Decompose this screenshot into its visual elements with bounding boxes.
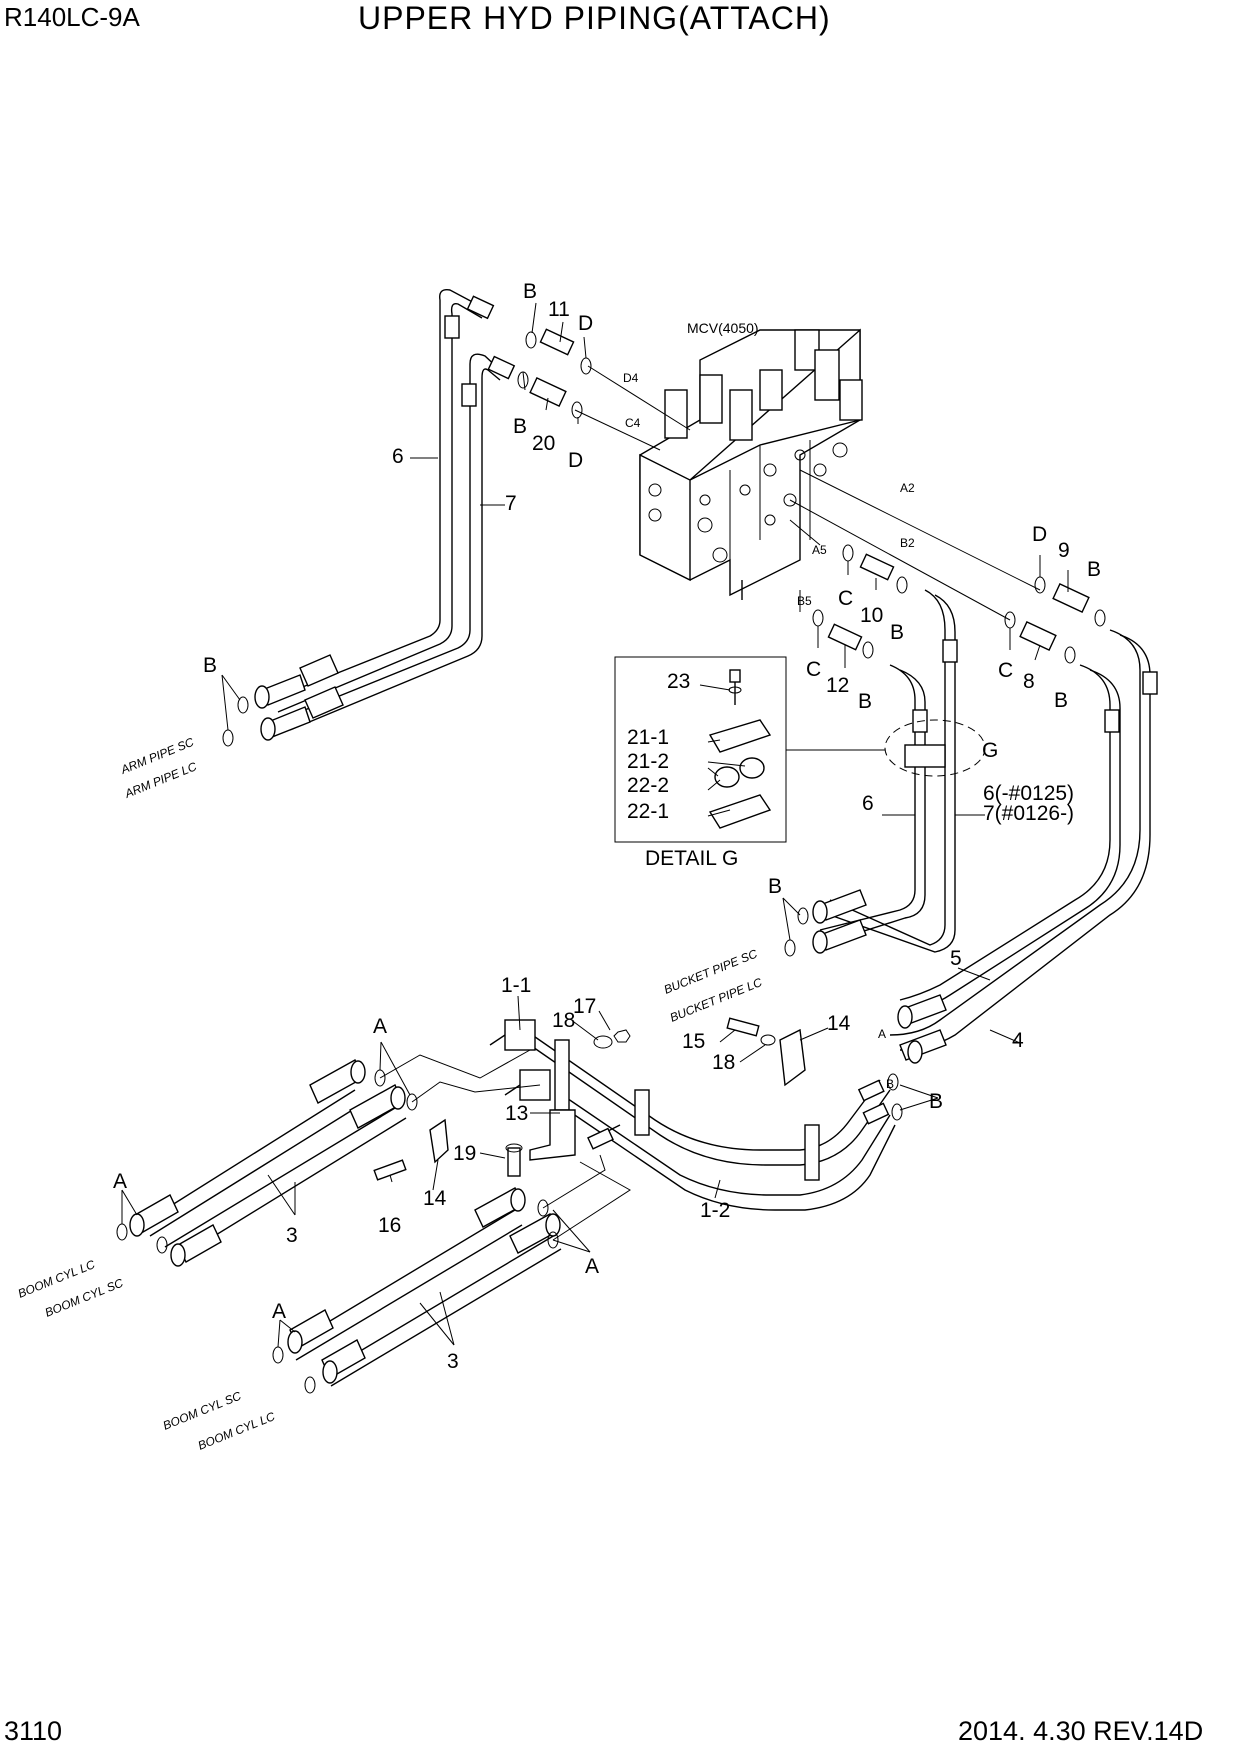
callout-6-top: 6 — [392, 445, 404, 468]
callout-a3: A — [585, 1255, 599, 1278]
callout-b2: B — [513, 415, 527, 438]
fittings-11-20 — [517, 328, 592, 419]
callout-5: 5 — [950, 947, 962, 970]
callout-label-group: B 11 D B 20 D 6 7 B D 9 B C 10 B C 12 B … — [113, 280, 1101, 1373]
callout-b1: B — [523, 280, 537, 303]
callout-8: 8 — [1023, 670, 1035, 693]
callout-g: G — [982, 739, 998, 762]
port-label-c4: C4 — [625, 416, 641, 430]
callout-b8: B — [768, 875, 782, 898]
callout-22-2: 22-2 — [627, 774, 669, 797]
callout-7-top: 7 — [505, 492, 517, 515]
port-label-a5: A5 — [812, 543, 827, 557]
callout-14a: 14 — [423, 1187, 447, 1210]
callout-d2: D — [568, 449, 583, 472]
callout-6-mid: 6 — [862, 792, 874, 815]
arm-hose-fittings — [222, 295, 516, 747]
port-label-b2: B2 — [900, 536, 915, 550]
hose-6-left — [269, 289, 483, 713]
callout-14b: 14 — [827, 1012, 851, 1035]
detail-g-marker — [884, 719, 986, 777]
callout-17: 17 — [573, 995, 596, 1018]
callout-19: 19 — [453, 1142, 476, 1165]
callout-9: 9 — [1058, 539, 1070, 562]
callout-11: 11 — [548, 298, 570, 321]
callout-b5: B — [890, 621, 904, 644]
port-label-group: D4 C4 A2 B2 A5 B5 A B — [623, 371, 915, 1091]
hose-7-left — [279, 353, 501, 731]
model-number: R140LC-9A — [4, 2, 140, 32]
callout-a4: A — [272, 1300, 286, 1323]
callout-1-1: 1-1 — [501, 974, 531, 997]
callout-16: 16 — [378, 1214, 401, 1237]
callout-13: 13 — [505, 1102, 528, 1125]
callout-4: 4 — [1012, 1029, 1024, 1052]
callout-18b: 18 — [712, 1051, 735, 1074]
callout-c2: C — [806, 658, 821, 681]
port-label-d4: D4 — [623, 371, 639, 385]
callout-12: 12 — [826, 674, 849, 697]
callout-3b: 3 — [447, 1350, 459, 1373]
callout-1-2: 1-2 — [700, 1199, 730, 1222]
callout-a1: A — [373, 1015, 387, 1038]
callout-20: 20 — [532, 432, 555, 455]
callout-a2: A — [113, 1170, 127, 1193]
page-number: 3110 — [4, 1716, 63, 1746]
callout-21-1: 21-1 — [627, 726, 669, 749]
main-control-valve — [639, 328, 863, 600]
callout-22-1: 22-1 — [627, 800, 669, 823]
detail-g-box — [614, 656, 787, 843]
fittings-8-9 — [1004, 576, 1106, 664]
boom-pipes — [489, 1019, 903, 1211]
callout-b4: B — [1087, 558, 1101, 581]
callout-7-note: 7(#0126-) — [983, 802, 1074, 825]
port-label-b-small: B — [886, 1077, 894, 1091]
callout-b6: B — [858, 690, 872, 713]
callout-18a: 18 — [552, 1009, 575, 1032]
callout-6-note: 6(-#0125) — [983, 782, 1074, 805]
callout-b3: B — [203, 654, 217, 677]
port-label-a-small: A — [878, 1027, 886, 1041]
callout-15: 15 — [682, 1030, 705, 1053]
boom-hoses-3-upper — [116, 1059, 418, 1267]
fittings-10-12 — [812, 544, 908, 659]
small-hardware — [373, 1017, 806, 1181]
detail-g-leaders — [699, 684, 746, 817]
port-leaders — [574, 365, 1041, 621]
revision-date: 2014. 4.30 REV.14D — [958, 1716, 1204, 1746]
callout-3a: 3 — [286, 1224, 298, 1247]
callout-b7: B — [1054, 689, 1068, 712]
boom-hoses-3-lower — [272, 1154, 631, 1394]
detail-g-title: DETAIL G — [645, 847, 738, 870]
callout-21-2: 21-2 — [627, 750, 669, 773]
callout-10: 10 — [860, 604, 883, 627]
hoses-4-5 — [889, 629, 1158, 1064]
callout-c1: C — [838, 587, 853, 610]
port-label-b5: B5 — [797, 594, 812, 608]
mcv-label: MCV(4050) — [687, 320, 759, 336]
callout-d1: D — [578, 312, 593, 335]
callout-23: 23 — [667, 670, 690, 693]
callout-c3: C — [998, 659, 1013, 682]
hose-bucket — [784, 589, 958, 957]
callout-b9: B — [929, 1090, 943, 1113]
port-label-a2: A2 — [900, 481, 915, 495]
upper-a-leaders — [379, 1049, 541, 1103]
callout-leaders — [121, 302, 1069, 1348]
page-title: UPPER HYD PIPING(ATTACH) — [358, 0, 831, 36]
callout-d3: D — [1032, 523, 1047, 546]
